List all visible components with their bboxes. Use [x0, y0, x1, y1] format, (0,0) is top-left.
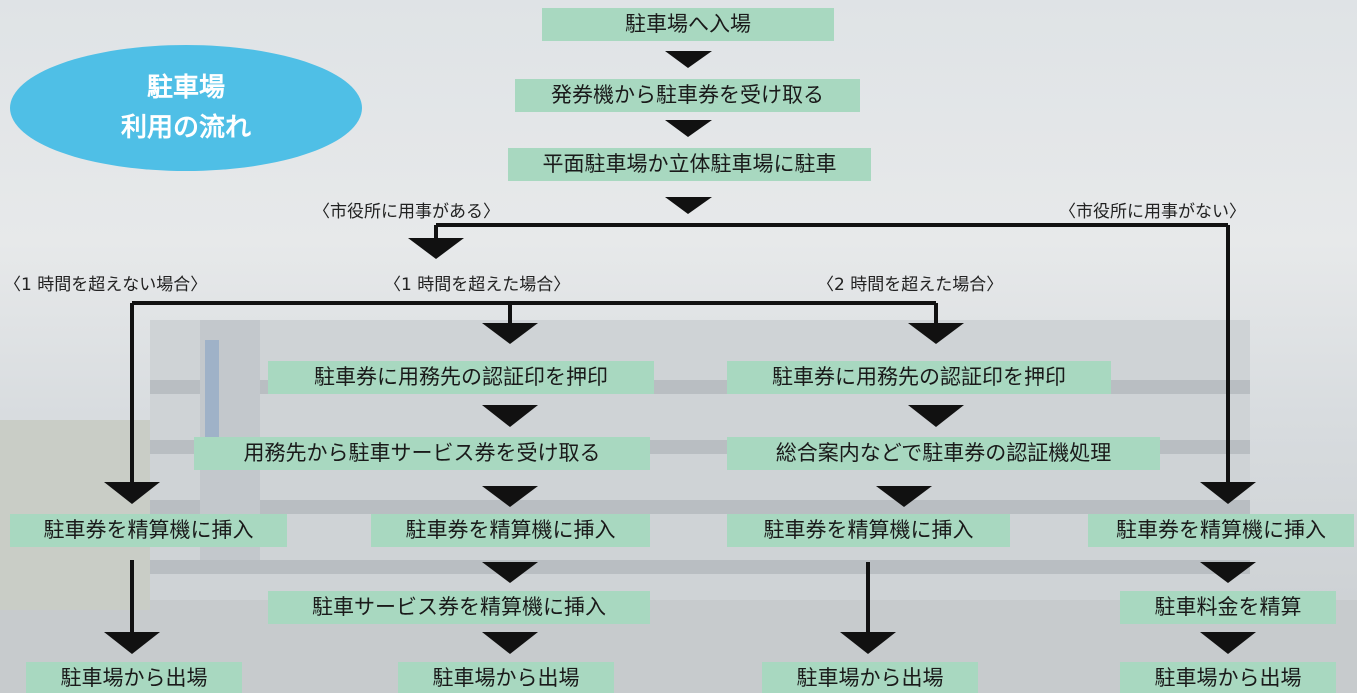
- branch-over-2h: 〈2 時間を超えた場合〉: [817, 275, 1004, 295]
- col2-insert-service-ticket: 駐車サービス券を精算機に挿入: [268, 591, 650, 624]
- col2-exit: 駐車場から出場: [398, 662, 614, 693]
- col4-pay: 駐車料金を精算: [1120, 591, 1336, 624]
- col3-exit: 駐車場から出場: [762, 662, 978, 693]
- col3-stamp: 駐車券に用務先の認証印を押印: [727, 361, 1111, 394]
- badge-title-line2: 利用の流れ: [120, 113, 251, 143]
- badge-title-line1: 駐車場: [146, 73, 225, 103]
- col2-insert-ticket: 駐車券を精算機に挿入: [371, 514, 650, 547]
- branch-over-1h: 〈1 時間を超えた場合〉: [384, 275, 571, 295]
- branch-no-business: 〈市役所に用事がない〉: [1059, 202, 1246, 222]
- col1-insert-ticket: 駐車券を精算機に挿入: [10, 514, 287, 547]
- branch-under-1h: 〈1 時間を超えない場合〉: [4, 275, 208, 295]
- step-enter: 駐車場へ入場: [542, 8, 834, 41]
- col4-exit: 駐車場から出場: [1120, 662, 1336, 693]
- col3-insert-ticket: 駐車券を精算機に挿入: [727, 514, 1010, 547]
- step-park: 平面駐車場か立体駐車場に駐車: [508, 148, 871, 181]
- col3-process: 総合案内などで駐車券の認証機処理: [727, 437, 1160, 470]
- col2-receive-service-ticket: 用務先から駐車サービス券を受け取る: [194, 437, 650, 470]
- title-badge: 駐車場 利用の流れ: [10, 45, 362, 171]
- step-receive-ticket: 発券機から駐車券を受け取る: [515, 79, 860, 112]
- branch-has-business: 〈市役所に用事がある〉: [313, 202, 500, 222]
- col2-stamp: 駐車券に用務先の認証印を押印: [268, 361, 654, 394]
- col4-insert-ticket: 駐車券を精算機に挿入: [1088, 514, 1354, 547]
- col1-exit: 駐車場から出場: [26, 662, 242, 693]
